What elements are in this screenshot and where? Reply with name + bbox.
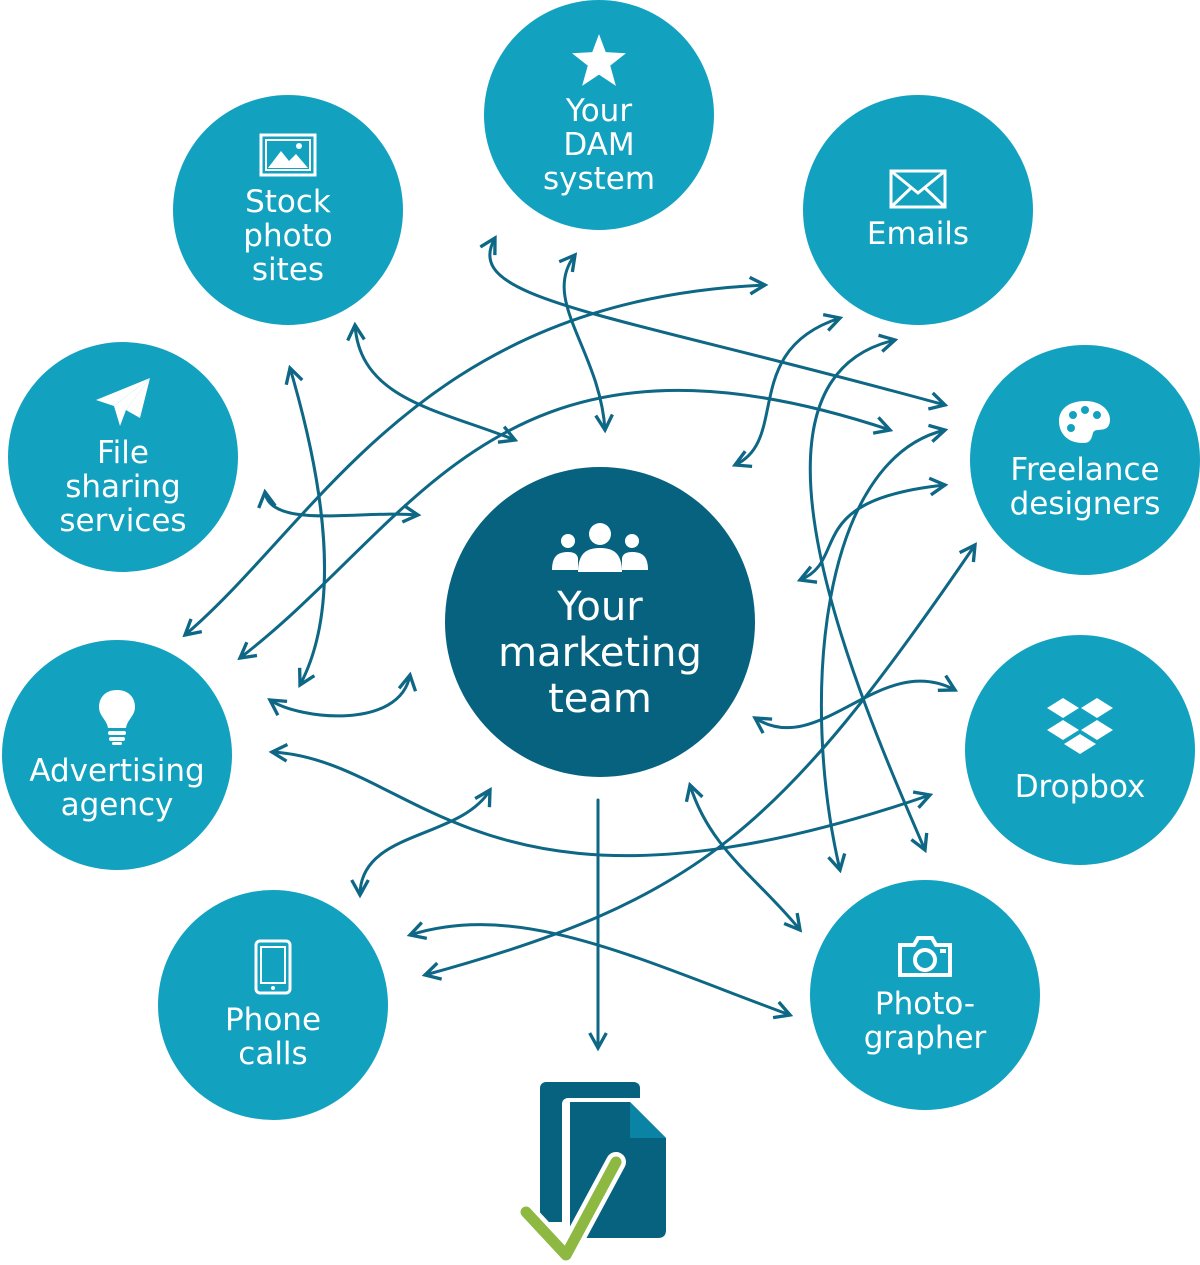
arrow-phone-photographer [410,925,790,1015]
node-label: Emails [866,216,970,252]
node-label: Your DAM system [542,93,656,197]
arrow-freelance-photographer [819,430,945,870]
node-phone-calls: Phone calls [158,890,388,1120]
arrow-filesharing-center [265,492,418,516]
picture-icon [259,133,317,177]
node-label: Photo- grapher [863,986,987,1056]
node-freelance-designers: Freelance designers [970,345,1200,575]
node-dam-system: Your DAM system [484,0,714,230]
arrow-center-dropbox [755,681,955,728]
approved-documents-icon [520,1082,670,1265]
node-label: File sharing services [59,435,187,539]
node-dropbox: Dropbox [965,635,1195,865]
lightbulb-icon [99,690,135,745]
camera-icon [898,936,952,977]
palette-icon [1059,401,1110,443]
node-photographer: Photo- grapher [810,880,1040,1110]
node-stock-photo-sites: Stock photo sites [173,95,403,325]
arrow-advertising-center [270,675,410,718]
arrow-stock-advertising [290,368,326,685]
arrow-stock-center [355,325,515,440]
star-icon [572,34,626,86]
node-label: Stock photo sites [243,184,333,288]
arrow-emails-dropbox [808,340,925,850]
center-marketing-team: Your marketing team [445,467,755,777]
node-label: Freelance designers [1009,452,1161,522]
paper-plane-icon [96,378,150,426]
center-label: Your marketing team [498,584,702,722]
team-icon [552,523,648,572]
arrow-center-photographer [690,785,800,930]
node-label: Advertising agency [29,753,205,823]
node-emails: Emails [803,95,1033,325]
node-file-sharing-services: File sharing services [8,342,238,572]
node-label: Phone calls [224,1002,322,1072]
node-advertising-agency: Advertising agency [2,640,232,870]
dropbox-icon [1047,698,1113,754]
envelope-icon [889,169,947,209]
arrow-freelance-center [800,485,945,580]
arrow-dam-center [564,255,605,430]
arrow-phone-center [360,790,490,895]
tablet-icon [254,939,292,995]
node-label: Dropbox [1014,769,1146,805]
